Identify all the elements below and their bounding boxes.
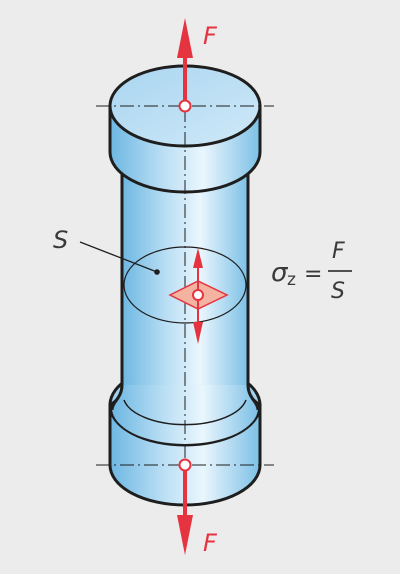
formula-numerator: F <box>332 239 345 264</box>
force-point-top <box>178 99 192 113</box>
equals-sign: = <box>304 262 322 287</box>
section-label: S <box>53 226 68 254</box>
force-label-bottom: F <box>203 529 218 557</box>
force-point-bottom <box>178 458 192 472</box>
stress-arrow-down-icon <box>193 322 203 344</box>
section-leader-line <box>79 241 158 273</box>
stress-symbol: σ <box>271 258 289 288</box>
force-label-top: F <box>203 22 218 50</box>
fillet-right-edge <box>246 384 260 411</box>
stress-subscript: z <box>287 270 296 290</box>
fillet-left-edge <box>110 384 124 411</box>
stress-element <box>168 248 229 344</box>
arrow-up-icon <box>177 18 193 58</box>
shaft <box>109 170 261 444</box>
arrow-down-icon <box>177 515 193 555</box>
stress-point <box>192 289 204 301</box>
force-arrow-top <box>177 18 193 113</box>
formula-denominator: S <box>331 279 345 304</box>
force-arrow-bottom <box>177 458 193 555</box>
section-leader-dot <box>154 269 160 275</box>
stress-arrow-up-icon <box>193 248 203 268</box>
stress-formula: σ z = F S <box>271 239 352 304</box>
